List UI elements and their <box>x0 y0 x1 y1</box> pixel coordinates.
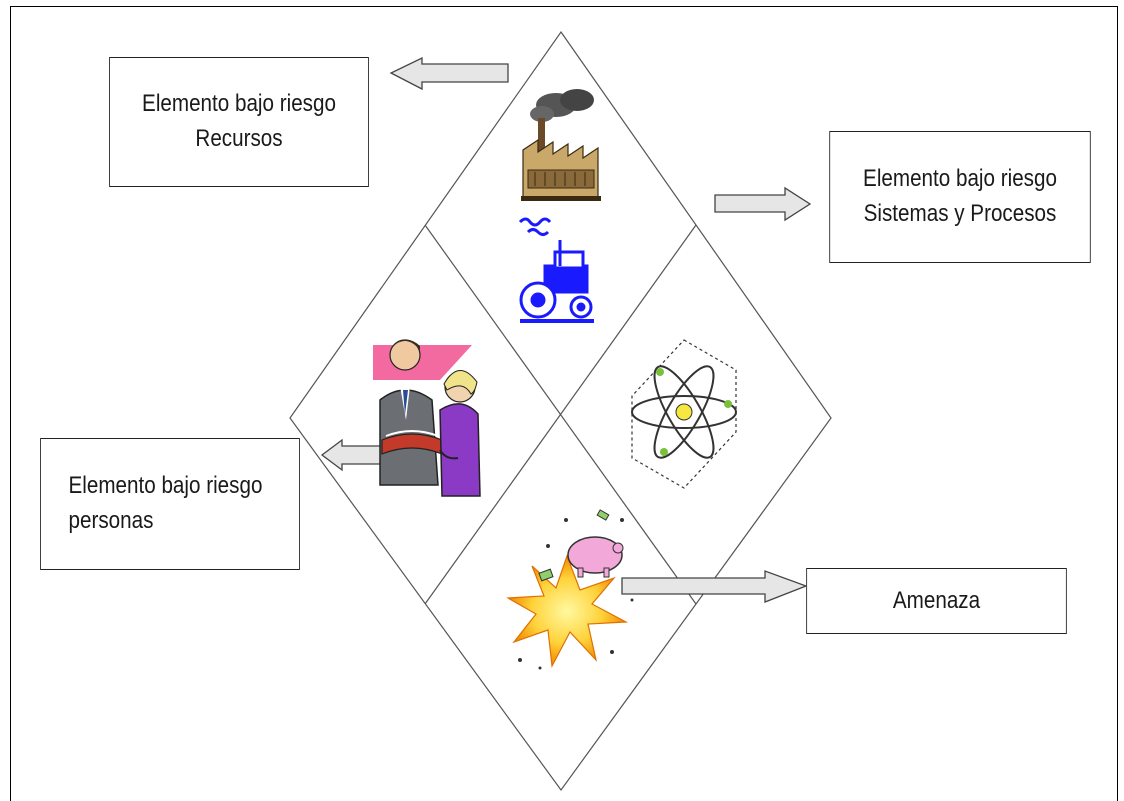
label-box-amenaza: Amenaza <box>806 568 1067 634</box>
label-personas-line1: Elemento bajo riesgo <box>68 472 263 500</box>
label-sistemas-line2: Sistemas y Procesos <box>863 200 1057 227</box>
diagram-frame <box>10 6 1118 801</box>
label-box-personas: Elemento bajo riesgo personas <box>40 438 300 570</box>
atom-icon <box>631 339 737 489</box>
label-personas-line2: personas <box>68 507 154 534</box>
label-amenaza: Amenaza <box>892 586 981 614</box>
arrow-to-recursos <box>389 56 509 91</box>
label-box-sistemas: Elemento bajo riesgo Sistemas y Procesos <box>829 131 1091 263</box>
business-people-icon <box>373 339 481 497</box>
label-box-recursos: Elemento bajo riesgo Recursos <box>109 57 369 187</box>
explosion-icon <box>505 509 634 670</box>
label-recursos-line1: Elemento bajo riesgo <box>142 90 336 118</box>
arrow-to-amenaza <box>621 570 808 603</box>
tractor-icon <box>518 217 594 323</box>
diamond-divider-b <box>424 224 697 605</box>
factory-icon <box>521 89 601 201</box>
label-recursos-line2: Recursos <box>195 125 283 152</box>
risk-diamond <box>289 30 832 792</box>
label-sistemas-line1: Elemento bajo riesgo <box>863 165 1057 193</box>
arrow-to-sistemas <box>714 186 812 222</box>
